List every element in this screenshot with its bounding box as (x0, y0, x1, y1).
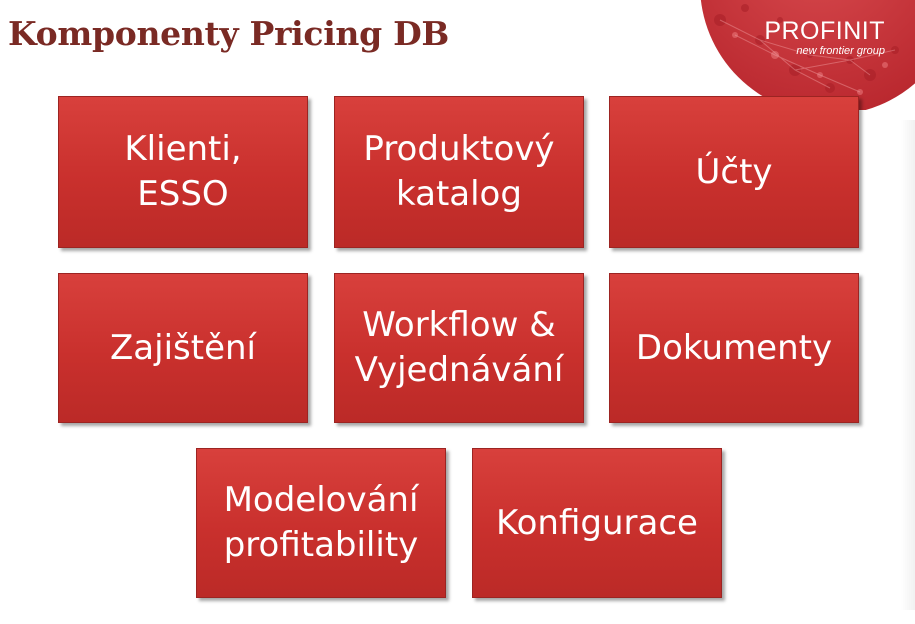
logo-name: PROFINIT (764, 17, 885, 45)
component-box-klienti: Klienti, ESSO (58, 96, 308, 248)
logo-tagline: new frontier group (796, 45, 885, 57)
component-box-zajisteni: Zajištění (58, 273, 308, 423)
component-box-produktovy-katalog: Produktový katalog (334, 96, 584, 248)
component-box-konfigurace: Konfigurace (472, 448, 722, 598)
component-box-workflow: Workflow & Vyjednávání (334, 273, 584, 423)
component-box-ucty: Účty (609, 96, 859, 248)
logo-circle-graphic (700, 0, 915, 110)
page-title: Komponenty Pricing DB (8, 14, 449, 53)
component-box-dokumenty: Dokumenty (609, 273, 859, 423)
component-box-modelovani-profitability: Modelování profitability (196, 448, 446, 598)
profinit-logo: PROFINIT new frontier group (700, 0, 915, 110)
slide-edge-shadow (901, 120, 915, 610)
logo-text: PROFINIT new frontier group (764, 18, 885, 57)
